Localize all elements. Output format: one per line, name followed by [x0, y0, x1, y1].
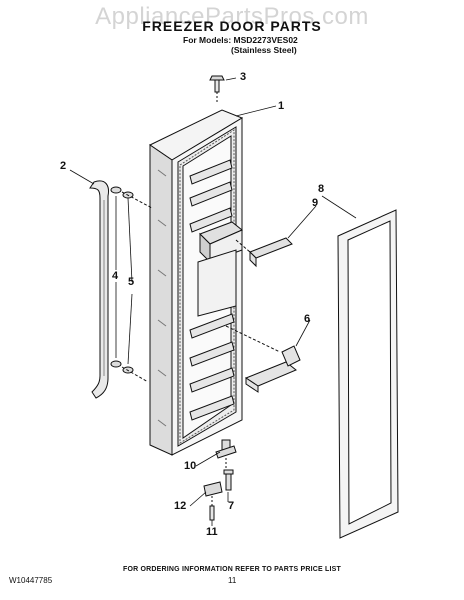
callout-11: 11 — [206, 526, 218, 538]
callout-9: 9 — [312, 197, 319, 209]
handle-fasteners — [110, 186, 153, 383]
callout-2: 2 — [60, 160, 67, 172]
models-line: For Models: MSD2273VES02 — [183, 35, 298, 45]
callout-8: 8 — [318, 183, 325, 195]
finish-line: (Stainless Steel) — [231, 45, 297, 55]
callout-1: 1 — [278, 100, 285, 112]
callout-10: 10 — [184, 460, 197, 472]
door-gasket — [337, 209, 399, 539]
page-title: FREEZER DOOR PARTS — [142, 18, 322, 34]
callout-5: 5 — [128, 276, 135, 288]
callout-12: 12 — [174, 500, 187, 512]
freezer-door-panel — [149, 109, 244, 456]
top-screw — [209, 75, 225, 102]
callout-6: 6 — [304, 313, 311, 325]
bracket-part-6 — [225, 325, 301, 393]
door-handle — [89, 180, 109, 399]
bracket-part-9 — [235, 237, 293, 268]
ordering-footer: FOR ORDERING INFORMATION REFER TO PARTS … — [122, 566, 342, 573]
callout-7: 7 — [228, 500, 235, 512]
callout-3: 3 — [240, 71, 247, 83]
document-number: W10447785 — [9, 576, 53, 585]
screw-part-7 — [223, 469, 234, 491]
stop-block — [203, 481, 223, 521]
page-number: 11 — [228, 576, 237, 585]
hinge-assembly — [215, 439, 237, 470]
watermark: AppliancePartsPros.com — [95, 3, 369, 30]
callout-4: 4 — [112, 270, 119, 282]
